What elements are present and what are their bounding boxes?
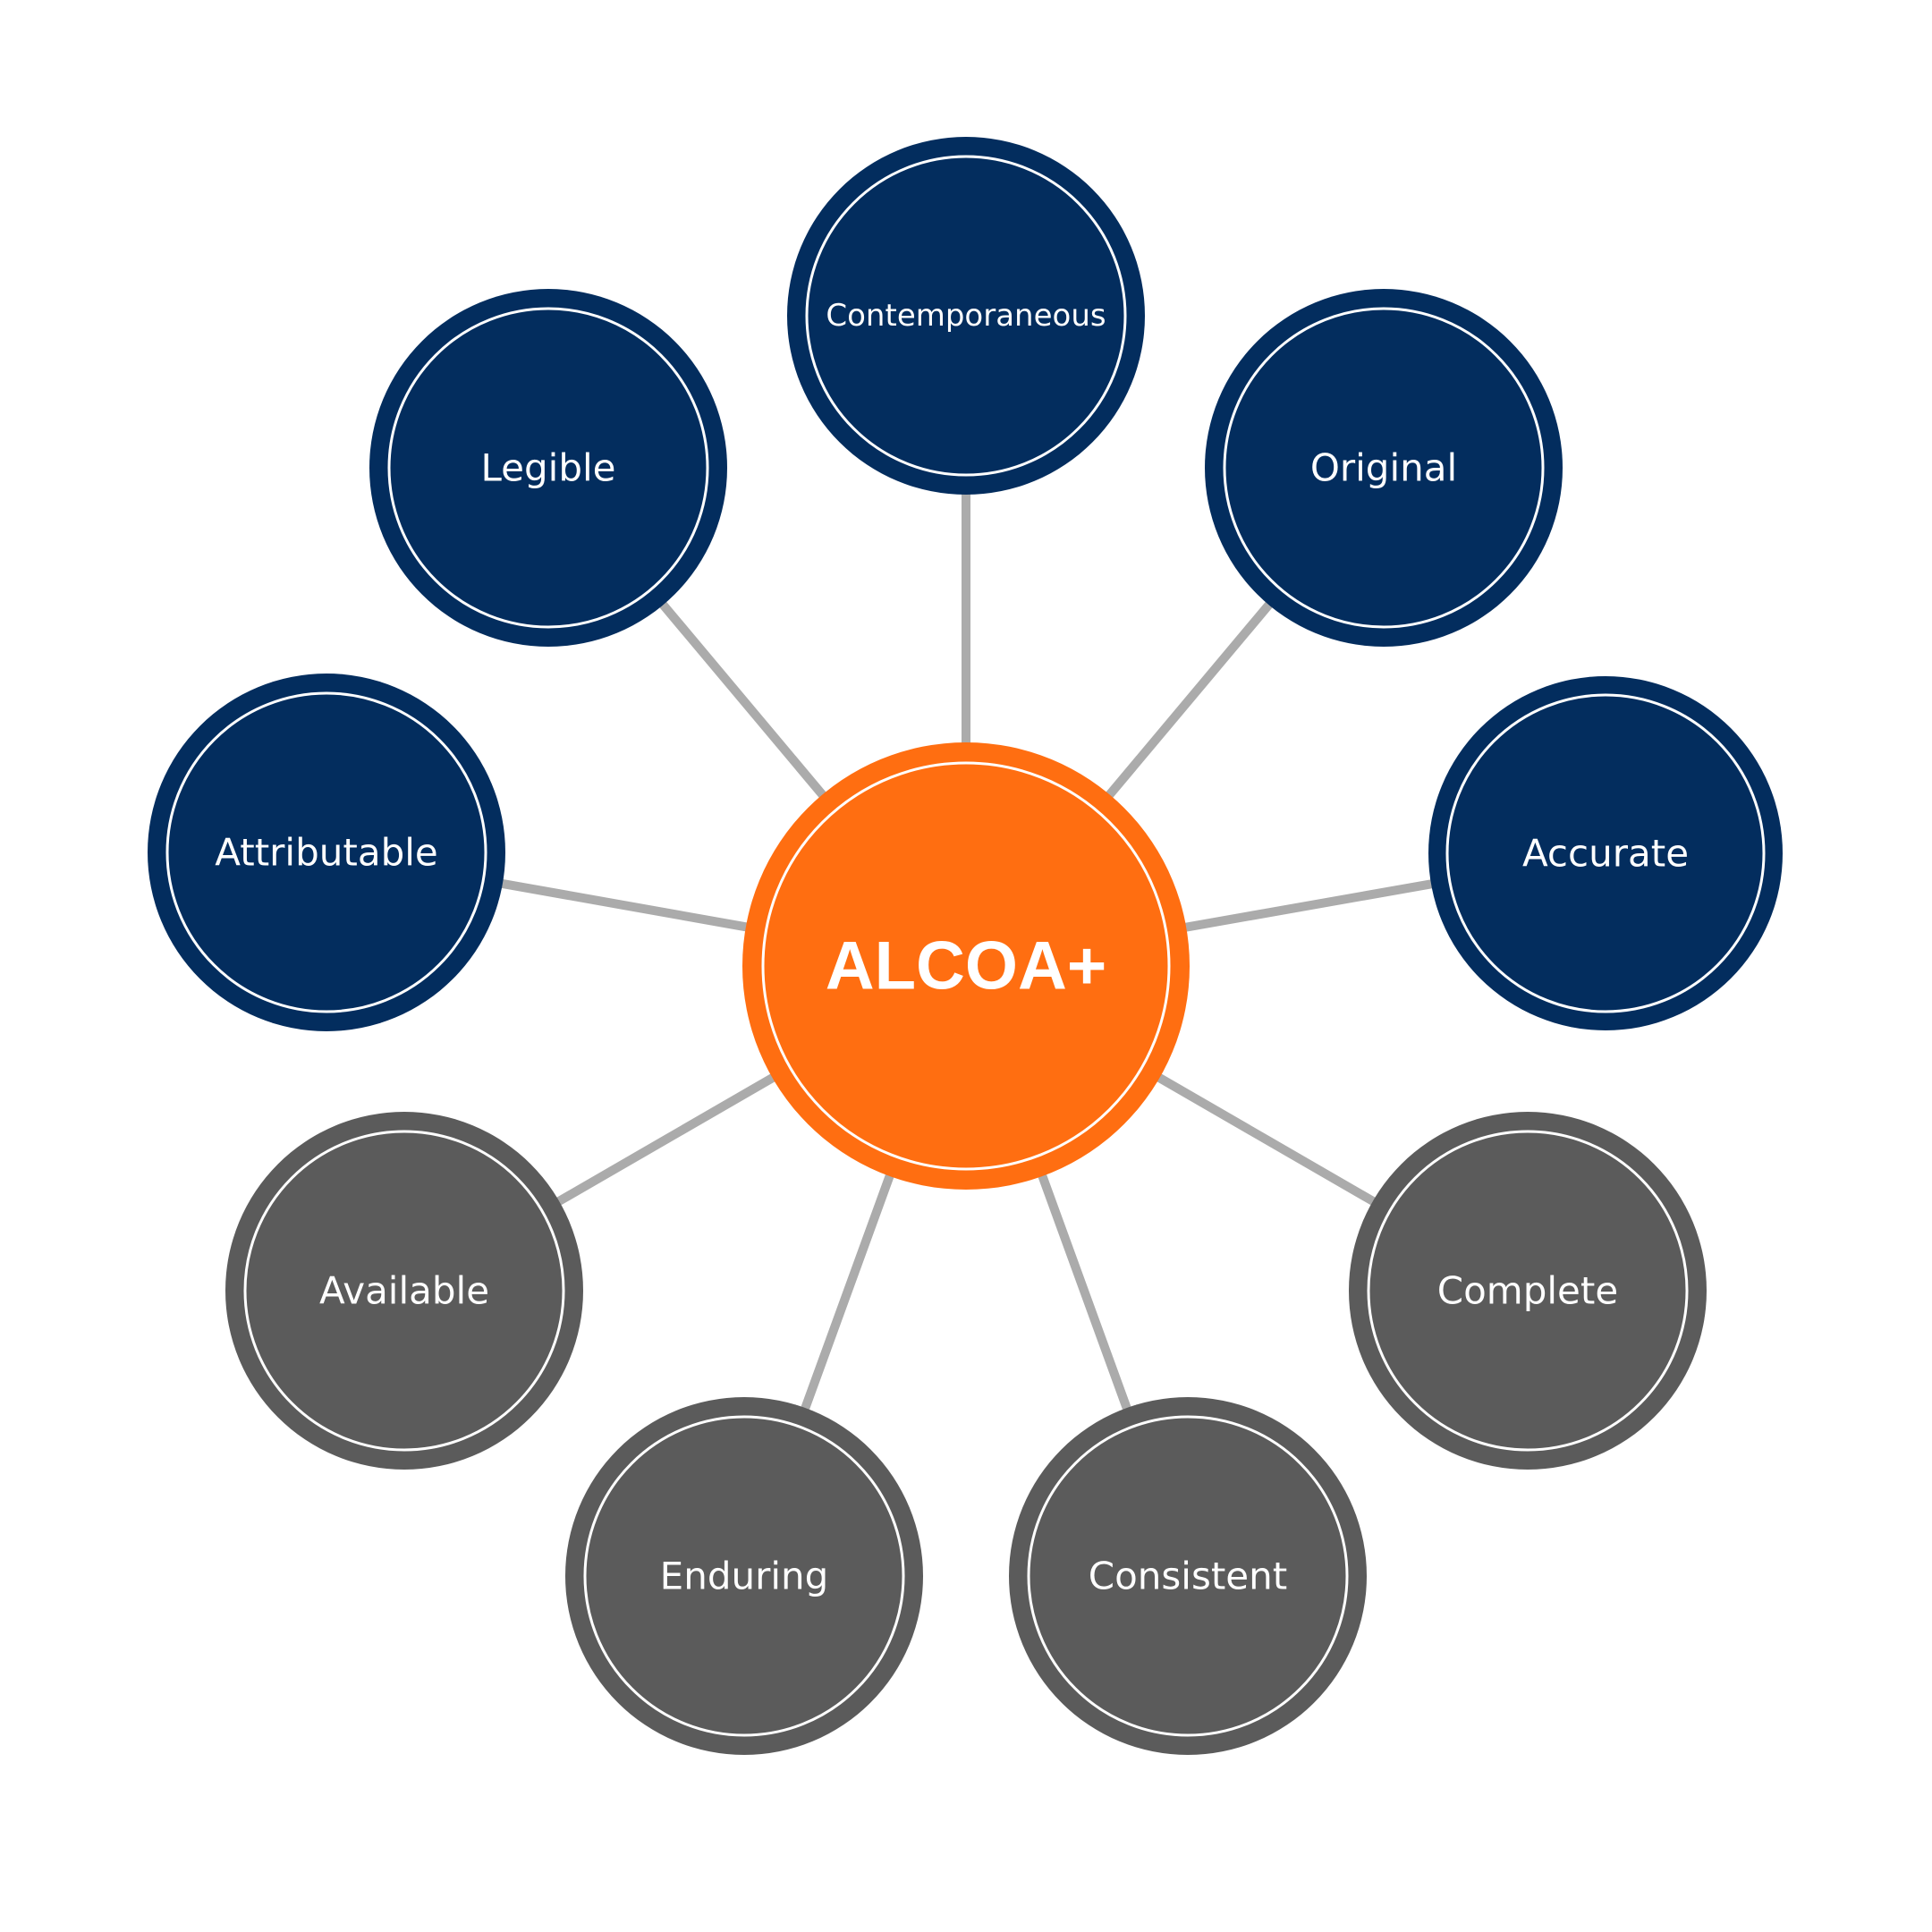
node-inner-ring bbox=[387, 307, 709, 629]
node-inner-ring bbox=[165, 691, 487, 1013]
node-attributable: Attributable bbox=[148, 674, 505, 1031]
node-inner-ring bbox=[243, 1130, 565, 1452]
node-complete: Complete bbox=[1349, 1112, 1707, 1470]
node-label: Attributable bbox=[215, 831, 438, 875]
node-label: Available bbox=[319, 1269, 489, 1313]
node-circle bbox=[1205, 289, 1563, 647]
node-label: Complete bbox=[1437, 1269, 1618, 1313]
node-circle bbox=[1349, 1112, 1707, 1470]
node-circle bbox=[565, 1397, 923, 1755]
node-inner-ring bbox=[805, 155, 1127, 477]
node-inner-ring bbox=[1367, 1130, 1689, 1452]
node-inner-ring bbox=[1223, 307, 1545, 629]
node-label: Enduring bbox=[660, 1555, 829, 1598]
node-contemporaneous: Contemporaneous bbox=[787, 137, 1145, 495]
node-inner-ring bbox=[583, 1415, 905, 1737]
node-original: Original bbox=[1205, 289, 1563, 647]
node-circle bbox=[369, 289, 727, 647]
node-legible: Legible bbox=[369, 289, 727, 647]
hub-circle bbox=[742, 742, 1190, 1190]
principle-nodes: ContemporaneousOriginalAccurateCompleteC… bbox=[148, 137, 1783, 1755]
node-label: Consistent bbox=[1089, 1555, 1287, 1598]
node-enduring: Enduring bbox=[565, 1397, 923, 1755]
node-label: Contemporaneous bbox=[826, 298, 1106, 334]
hub-label: ALCOA+ bbox=[826, 928, 1107, 1004]
node-circle bbox=[148, 674, 505, 1031]
node-accurate: Accurate bbox=[1428, 676, 1783, 1030]
node-label: Original bbox=[1310, 446, 1457, 490]
node-label: Accurate bbox=[1522, 832, 1689, 876]
hub-inner-ring bbox=[761, 761, 1171, 1171]
node-circle bbox=[1009, 1397, 1367, 1755]
node-circle bbox=[225, 1112, 583, 1470]
node-label: Legible bbox=[481, 446, 616, 490]
node-inner-ring bbox=[1445, 693, 1766, 1013]
node-circle bbox=[787, 137, 1145, 495]
node-consistent: Consistent bbox=[1009, 1397, 1367, 1755]
node-circle bbox=[1428, 676, 1783, 1030]
node-available: Available bbox=[225, 1112, 583, 1470]
node-inner-ring bbox=[1027, 1415, 1349, 1737]
hub-node: ALCOA+ bbox=[742, 742, 1190, 1190]
